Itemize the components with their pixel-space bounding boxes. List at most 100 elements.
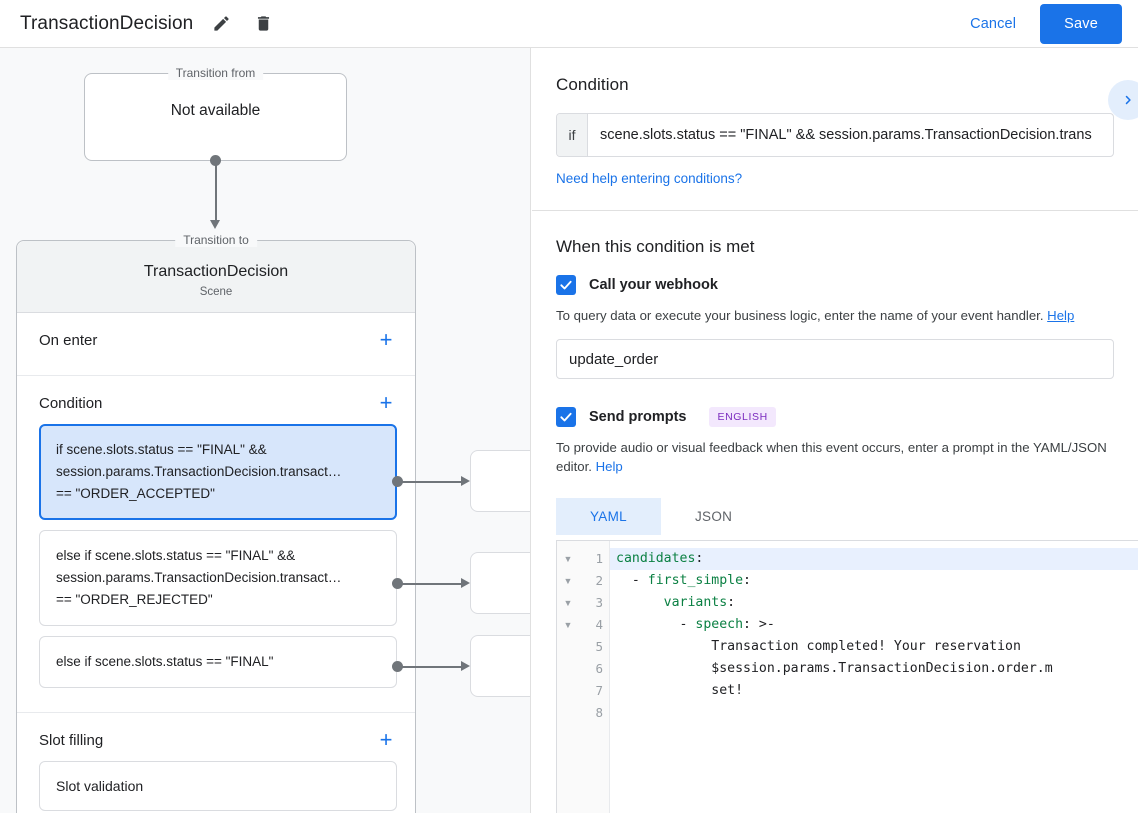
line-number: 2: [595, 573, 603, 588]
edge-dot-condition-1: [392, 476, 403, 487]
line-number: 7: [595, 683, 603, 698]
cancel-button[interactable]: Cancel: [960, 8, 1026, 40]
transition-from-legend: Transition from: [167, 66, 264, 80]
section-head-on-enter: On enter +: [17, 313, 415, 361]
fold-toggle-icon[interactable]: ▼: [563, 576, 573, 586]
add-slot-filling-button[interactable]: +: [379, 727, 393, 752]
line-number: 6: [595, 661, 603, 676]
section-on-enter: On enter +: [17, 313, 415, 376]
fold-spacer: [557, 636, 579, 658]
condition-list-item[interactable]: else if scene.slots.status == "FINAL" &&…: [39, 530, 397, 626]
code-line[interactable]: [610, 702, 1138, 724]
transition-from-box[interactable]: Transition from Not available: [84, 66, 347, 161]
condition-text-line: session.params.TransactionDecision.trans…: [56, 464, 342, 479]
condition-text-line: session.params.TransactionDecision.trans…: [56, 570, 342, 585]
edge-dot-condition-2: [392, 578, 403, 589]
fold-toggle-icon[interactable]: ▼: [563, 598, 573, 608]
scene-type: Scene: [199, 286, 233, 298]
checkbox-checked-icon[interactable]: [556, 275, 576, 295]
add-condition-button[interactable]: +: [379, 390, 393, 415]
fold-toggle-icon[interactable]: ▼: [563, 620, 573, 630]
save-button[interactable]: Save: [1040, 3, 1122, 44]
line-number: 8: [595, 705, 603, 720]
target-stub-box[interactable]: [470, 635, 530, 697]
code-line[interactable]: $session.params.TransactionDecision.orde…: [616, 661, 1053, 676]
line-number: 3: [595, 595, 603, 610]
checkbox-checked-icon[interactable]: [556, 407, 576, 427]
code-line[interactable]: variants:: [663, 595, 736, 610]
scene-card: Transition to TransactionDecision Scene …: [16, 233, 416, 813]
fold-spacer: [557, 658, 579, 680]
when-condition-met-heading: When this condition is met: [556, 237, 755, 256]
connector-arrow-down: [210, 220, 220, 229]
target-stub-box[interactable]: [470, 450, 530, 512]
slot-validation-item[interactable]: Slot validation: [39, 761, 397, 811]
condition-text-line: == "ORDER_REJECTED": [56, 592, 213, 607]
edge-line-condition-3: [402, 666, 464, 668]
code-line[interactable]: Transaction completed! Your reservation: [616, 639, 1021, 654]
line-number: 1: [595, 551, 603, 566]
code-line[interactable]: - first_simple:: [616, 573, 751, 588]
add-on-enter-button[interactable]: +: [379, 327, 393, 352]
condition-text-line: if scene.slots.status == "FINAL" &&: [56, 442, 267, 457]
trash-icon[interactable]: [249, 10, 277, 38]
webhook-field-wrapper: [556, 325, 1114, 379]
condition-heading: Condition: [556, 75, 629, 94]
code-content-area[interactable]: candidates: - first_simple: variants: - …: [610, 541, 1138, 813]
section-condition: Condition + if scene.slots.status == "FI…: [17, 376, 415, 713]
chevron-right-icon[interactable]: [1108, 80, 1138, 120]
webhook-hint: To query data or execute your business l…: [556, 306, 1114, 325]
webhook-handler-input[interactable]: [556, 339, 1114, 379]
condition-list-item[interactable]: else if scene.slots.status == "FINAL": [39, 636, 397, 688]
line-number: 4: [595, 617, 603, 632]
prompts-label: Send prompts: [589, 409, 687, 425]
target-stub-box[interactable]: [470, 552, 530, 614]
edge-arrow-condition-2: [461, 578, 470, 588]
top-app-bar: TransactionDecision Cancel Save: [0, 0, 1138, 48]
fold-spacer: [557, 702, 579, 724]
line-number: 5: [595, 639, 603, 654]
condition-expression-input[interactable]: [588, 114, 1113, 156]
code-line[interactable]: candidates:: [610, 548, 1138, 570]
condition-text-line: else if scene.slots.status == "FINAL": [56, 654, 274, 669]
edge-line-condition-1: [402, 481, 464, 483]
webhook-help-link[interactable]: Help: [1047, 308, 1075, 323]
scene-card-header[interactable]: Transition to TransactionDecision Scene: [17, 233, 415, 313]
condition-input-group[interactable]: if: [556, 113, 1114, 157]
edge-arrow-condition-1: [461, 476, 470, 486]
prompts-help-link[interactable]: Help: [595, 459, 623, 474]
section-title-condition: Condition: [39, 394, 103, 412]
transition-from-value: Not available: [170, 102, 261, 119]
editor-format-tabs: YAML JSON: [556, 498, 1114, 535]
pencil-icon[interactable]: [207, 10, 235, 38]
condition-block: Condition if Need help entering conditio…: [532, 48, 1138, 211]
yaml-code-editor[interactable]: ▼ ▼ ▼ ▼ 1 2 3 4 5 6 7 8 candidates: - first_simple…: [556, 540, 1138, 813]
section-slot-filling: Slot filling + Slot validation: [17, 713, 415, 813]
scene-graph-panel: Transition from Not available Transition…: [0, 48, 531, 813]
prompts-hint: To provide audio or visual feedback when…: [556, 438, 1114, 476]
fold-toggle-icon[interactable]: ▼: [563, 554, 573, 564]
condition-text-line: == "ORDER_ACCEPTED": [56, 486, 215, 501]
fold-spacer: [557, 680, 579, 702]
connector-line-vertical: [215, 160, 217, 222]
edge-arrow-condition-3: [461, 661, 470, 671]
language-badge: ENGLISH: [709, 407, 776, 427]
section-head-slot-filling: Slot filling +: [17, 713, 415, 761]
section-title-slot-filling: Slot filling: [39, 731, 104, 749]
prompts-hint-text: To provide audio or visual feedback when…: [556, 440, 1107, 474]
condition-if-prefix: if: [557, 114, 588, 156]
edge-line-condition-2: [402, 583, 464, 585]
code-line[interactable]: - speech: >-: [616, 617, 775, 632]
condition-list-item[interactable]: if scene.slots.status == "FINAL" && sess…: [39, 424, 397, 520]
code-fold-gutter[interactable]: ▼ ▼ ▼ ▼: [557, 541, 579, 813]
webhook-checkbox-row[interactable]: Call your webhook: [556, 275, 1114, 295]
tab-yaml[interactable]: YAML: [556, 498, 661, 535]
when-condition-met-block: When this condition is met Call your web…: [532, 211, 1138, 535]
condition-text-line: else if scene.slots.status == "FINAL" &&: [56, 548, 296, 563]
tab-json[interactable]: JSON: [694, 509, 733, 524]
condition-help-link[interactable]: Need help entering conditions?: [556, 171, 743, 186]
scene-name: TransactionDecision: [143, 263, 289, 280]
page-title: TransactionDecision: [20, 12, 194, 34]
prompts-checkbox-row[interactable]: Send prompts ENGLISH: [556, 407, 1114, 427]
code-line[interactable]: set!: [616, 683, 744, 698]
